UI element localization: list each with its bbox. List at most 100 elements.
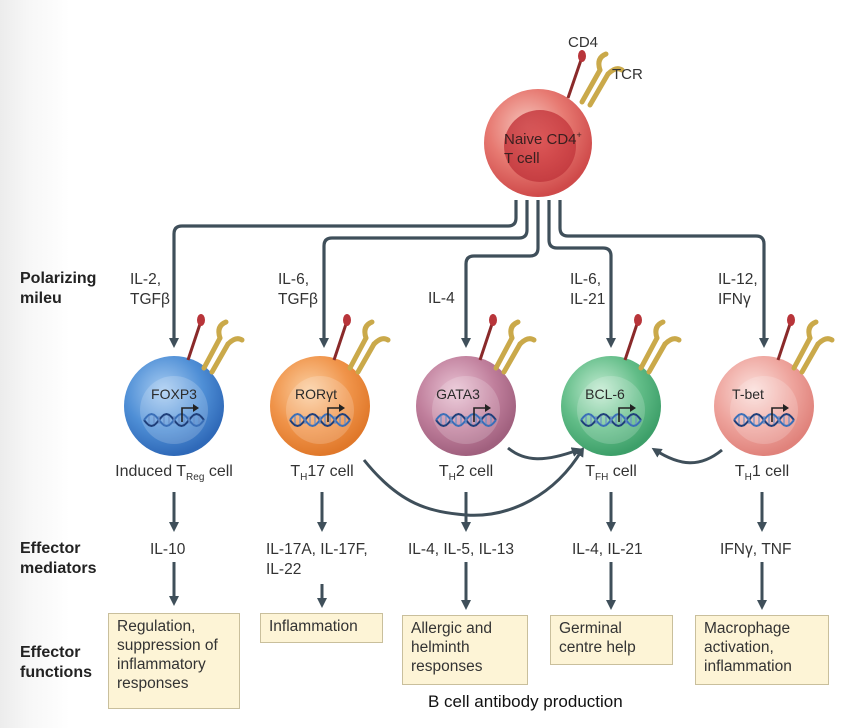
cell-nucleus-th17 xyxy=(286,376,354,444)
tss-arrow-icon-th1 xyxy=(771,407,784,422)
dna-icon-th1 xyxy=(733,412,795,428)
cell-name-th17-sub: H xyxy=(300,472,308,483)
effector-mediators-label: Effector mediators xyxy=(20,540,97,577)
tss-arrow-icon-th17 xyxy=(327,407,340,422)
tcr-icon-treg xyxy=(201,319,245,375)
cytokines-th17: IL-6, TGFβ xyxy=(278,271,318,308)
tcr-icon-th2 xyxy=(493,319,537,375)
tf-foxp3: FOXP3 xyxy=(151,386,197,402)
mediators-tfh: IL-4, IL-21 xyxy=(572,541,643,558)
tss-arrowhead-icon-th17 xyxy=(339,404,345,412)
cd4-icon-th2 xyxy=(478,314,497,361)
cell-th2 xyxy=(416,314,537,456)
dna-icon-tfh xyxy=(580,412,642,428)
dna-icon-th17 xyxy=(289,412,351,428)
function-box-th2: Allergic and helminth responses xyxy=(402,615,528,685)
cell-th17 xyxy=(270,314,391,456)
tss-arrowhead-icon-th1 xyxy=(783,404,789,412)
cell-treg xyxy=(124,314,245,456)
cell-tfh xyxy=(561,314,682,456)
cd4-icon-th17 xyxy=(332,314,351,361)
tf-tbet: T-bet xyxy=(732,386,764,402)
cell-name-th17: TH17 cell xyxy=(272,462,372,488)
tcr-receptor-icon xyxy=(579,51,625,108)
naive-label-line2: T cell xyxy=(504,150,540,167)
cell-nucleus-treg xyxy=(140,376,208,444)
cell-name-th2: TH2 cell xyxy=(416,462,516,488)
cell-nucleus-tfh xyxy=(577,376,645,444)
cell-name-th17-post: 17 cell xyxy=(307,463,354,480)
branch-arrows xyxy=(169,200,769,348)
cell-body-th2 xyxy=(416,356,516,456)
cell-name-th2-pre: T xyxy=(438,463,449,480)
cd4-icon-th1 xyxy=(776,314,795,361)
tf-bcl6: BCL-6 xyxy=(585,386,625,402)
cytokines-th2: IL-4 xyxy=(428,290,455,307)
cell-nucleus-th2 xyxy=(432,376,500,444)
tss-arrow-icon-th2 xyxy=(473,407,486,422)
dna-icon-treg xyxy=(143,412,205,428)
b-cell-caption: B cell antibody production xyxy=(428,692,623,711)
cell-name-tfh: TFH cell xyxy=(561,462,661,488)
naive-cell-label: Naive CD4+ T cell xyxy=(504,126,582,168)
cell-name-tfh-sub: FH xyxy=(594,472,609,483)
effector-functions-label: Effector functions xyxy=(20,644,92,681)
tss-arrow-icon-tfh xyxy=(618,407,631,422)
cytokines-treg: IL-2, TGFβ xyxy=(130,271,170,308)
mediators-th17: IL-17A, IL-17F, IL-22 xyxy=(266,541,368,578)
mediators-th1: IFNγ, TNF xyxy=(720,541,792,558)
cell-name-tfh-pre: T xyxy=(585,463,595,480)
cell-nucleus-th1 xyxy=(730,376,798,444)
cd4-label: CD4 xyxy=(568,34,599,51)
cd4-icon-treg xyxy=(186,314,205,361)
cell-name-tfh-post: cell xyxy=(608,463,637,480)
arrow-th2-to-tfh xyxy=(507,446,582,461)
naive-label-sup: + xyxy=(576,130,582,140)
arrow-to-tfh xyxy=(547,200,616,348)
cell-name-th1: TH1 cell xyxy=(712,462,812,488)
cytokines-th1: IL-12, IFNγ xyxy=(718,271,758,308)
cell-body-treg xyxy=(124,356,224,456)
cd4-icon-tfh xyxy=(623,314,642,361)
tss-arrowhead-icon-treg xyxy=(193,404,199,412)
cell-name-th2-sub: H xyxy=(448,472,456,483)
arrow-to-th2 xyxy=(461,200,540,348)
mediators-treg: IL-10 xyxy=(150,541,186,558)
cell-name-th1-sub: H xyxy=(744,472,752,483)
tf-rorgt: RORγt xyxy=(295,386,337,402)
cell-name-treg-sub: Reg xyxy=(186,472,205,483)
cell-name-th1-pre: T xyxy=(734,463,745,480)
cell-name-treg: Induced TReg cell xyxy=(104,462,244,488)
cell-th1 xyxy=(714,314,835,456)
function-box-tfh: Germinal centre help xyxy=(550,615,673,665)
tss-arrowhead-icon-th2 xyxy=(485,404,491,412)
function-box-th1: Macrophage activation, inflammation xyxy=(695,615,829,685)
cell-body-th17 xyxy=(270,356,370,456)
cytokines-tfh: IL-6, IL-21 xyxy=(570,271,606,308)
tf-gata3: GATA3 xyxy=(436,386,480,402)
tcr-icon-tfh xyxy=(638,319,682,375)
tcr-icon-th17 xyxy=(347,319,391,375)
tss-arrowhead-icon-tfh xyxy=(630,404,636,412)
arrow-to-th17 xyxy=(319,200,529,348)
polarizing-mileu-label: Polarizing mileu xyxy=(20,270,97,307)
dna-icon-th2 xyxy=(435,412,497,428)
cell-name-treg-post: cell xyxy=(204,463,233,480)
cell-name-th1-post: 1 cell xyxy=(751,463,790,480)
cd4-receptor-icon xyxy=(566,50,586,99)
tcr-label: TCR xyxy=(612,66,643,83)
naive-label-line1: Naive CD4 xyxy=(504,131,577,148)
cell-body-th1 xyxy=(714,356,814,456)
arrow-th1-to-tfh xyxy=(651,447,723,465)
function-box-th17: Inflammation xyxy=(260,613,383,643)
cell-name-treg-pre: Induced T xyxy=(115,463,187,480)
naive-cd4-t-cell xyxy=(484,50,625,197)
cell-name-th2-post: 2 cell xyxy=(455,463,494,480)
effector-arrows xyxy=(169,492,767,610)
tss-arrow-icon-treg xyxy=(181,407,194,422)
function-box-treg: Regulation, suppression of inflammatory … xyxy=(108,613,240,709)
arrow-to-treg xyxy=(169,200,518,348)
mediators-th2: IL-4, IL-5, IL-13 xyxy=(408,541,514,558)
